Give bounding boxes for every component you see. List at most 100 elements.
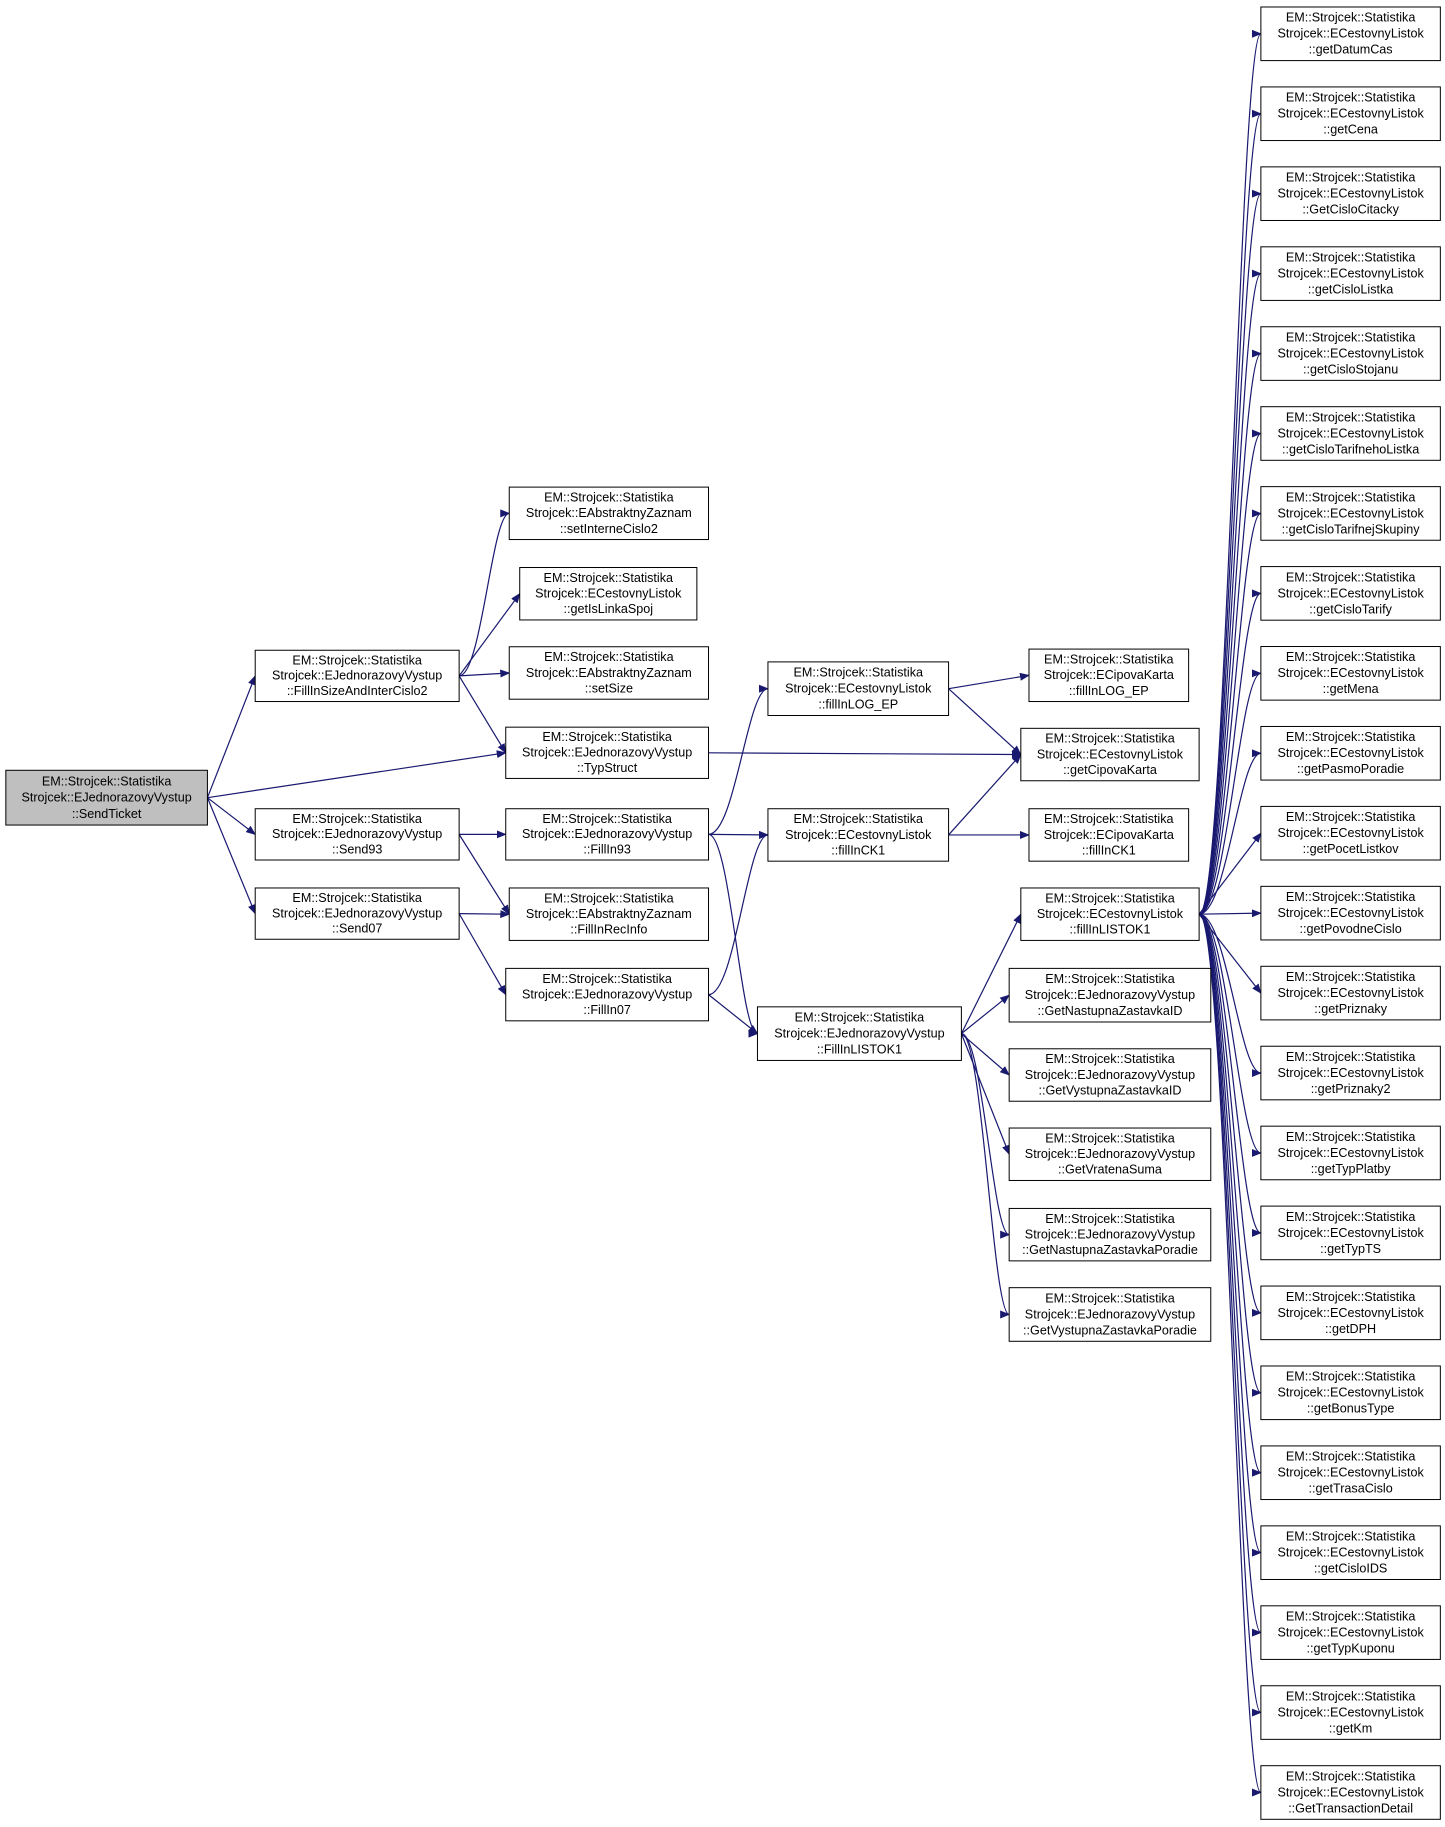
node-box — [508, 486, 710, 541]
node-getvystpor[interactable]: EM::Strojcek::StatistikaStrojcek::EJedno… — [1008, 1287, 1212, 1342]
node-setsize[interactable]: EM::Strojcek::StatistikaStrojcek::EAbstr… — [508, 646, 710, 700]
node-box — [1260, 86, 1441, 142]
node-label-line: ::getPocetListkov — [1303, 842, 1400, 856]
node-fillinrecinfo[interactable]: EM::Strojcek::StatistikaStrojcek::EAbstr… — [508, 887, 710, 941]
edge-fillinlistok1_ec-to-r13 — [1198, 913, 1262, 1077]
node-fillin07[interactable]: EM::Strojcek::StatistikaStrojcek::EJedno… — [505, 967, 710, 1022]
edge-fillin07-to-fillinlistok1_ej — [708, 994, 759, 1035]
node-r01[interactable]: EM::Strojcek::StatistikaStrojcek::ECesto… — [1260, 86, 1441, 142]
edge-fillinlistok1_ec-to-r20 — [1198, 913, 1262, 1637]
node-label-line: Strojcek::EJednorazovyVystup — [522, 827, 692, 841]
node-label-line: ::getCisloListka — [1308, 283, 1393, 297]
node-label-line: EM::Strojcek::Statistika — [1286, 1530, 1415, 1544]
node-r18[interactable]: EM::Strojcek::StatistikaStrojcek::ECesto… — [1260, 1445, 1441, 1501]
edge-fillinlistok1_ej-to-getvystid — [960, 1033, 1010, 1076]
edge-fillinlistok1_ec-to-r22 — [1198, 913, 1262, 1797]
node-r21[interactable]: EM::Strojcek::StatistikaStrojcek::ECesto… — [1260, 1685, 1441, 1740]
node-box — [254, 649, 460, 703]
node-label-line: Strojcek::ECestovnyListok — [1277, 1386, 1424, 1400]
node-getnastid[interactable]: EM::Strojcek::StatistikaStrojcek::EJedno… — [1008, 967, 1212, 1023]
edge-fillinlistok1_ec-to-r17 — [1198, 913, 1262, 1397]
edge-fillinsize-to-typstruct — [458, 675, 507, 754]
node-r17[interactable]: EM::Strojcek::StatistikaStrojcek::ECesto… — [1260, 1365, 1441, 1421]
node-box — [254, 887, 460, 940]
node-fillinlistok1_ec[interactable]: EM::Strojcek::StatistikaStrojcek::ECesto… — [1020, 887, 1200, 941]
node-box — [1020, 727, 1200, 782]
node-label-line: ::getBonusType — [1307, 1402, 1395, 1416]
node-cip_filllogep[interactable]: EM::Strojcek::StatistikaStrojcek::ECipov… — [1028, 648, 1190, 703]
node-r02[interactable]: EM::Strojcek::StatistikaStrojcek::ECesto… — [1260, 166, 1441, 221]
node-label-line: EM::Strojcek::Statistika — [1045, 732, 1174, 746]
node-sendticket[interactable]: EM::Strojcek::StatistikaStrojcek::EJedno… — [5, 769, 208, 826]
node-label-line: Strojcek::EAbstraktnyZaznam — [526, 506, 692, 520]
node-box — [767, 661, 950, 717]
node-send93[interactable]: EM::Strojcek::StatistikaStrojcek::EJedno… — [254, 808, 460, 861]
edge-fillinlistok1_ec-to-r06 — [1198, 509, 1262, 915]
node-box — [519, 567, 698, 621]
node-r13[interactable]: EM::Strojcek::StatistikaStrojcek::ECesto… — [1260, 1045, 1441, 1101]
node-setinterne[interactable]: EM::Strojcek::StatistikaStrojcek::EAbstr… — [508, 486, 710, 541]
node-r11[interactable]: EM::Strojcek::StatistikaStrojcek::ECesto… — [1260, 885, 1441, 941]
node-label-line: ::fillInLOG_EP — [818, 698, 898, 712]
node-fillinsize[interactable]: EM::Strojcek::StatistikaStrojcek::EJedno… — [254, 649, 460, 703]
node-label-line: Strojcek::ECestovnyListok — [1277, 986, 1424, 1000]
node-r22[interactable]: EM::Strojcek::StatistikaStrojcek::ECesto… — [1260, 1765, 1441, 1820]
node-send07[interactable]: EM::Strojcek::StatistikaStrojcek::EJedno… — [254, 887, 460, 940]
node-box — [1260, 566, 1441, 621]
node-fillinlistok1_ej[interactable]: EM::Strojcek::StatistikaStrojcek::EJedno… — [756, 1006, 962, 1061]
node-label-line: EM::Strojcek::Statistika — [292, 812, 421, 826]
node-r08[interactable]: EM::Strojcek::StatistikaStrojcek::ECesto… — [1260, 646, 1441, 701]
node-label-line: ::GetTransactionDetail — [1288, 1801, 1413, 1815]
node-filllogep[interactable]: EM::Strojcek::StatistikaStrojcek::ECesto… — [767, 661, 950, 717]
node-r19[interactable]: EM::Strojcek::StatistikaStrojcek::ECesto… — [1260, 1525, 1441, 1580]
node-r06[interactable]: EM::Strojcek::StatistikaStrojcek::ECesto… — [1260, 486, 1441, 541]
node-getvratena[interactable]: EM::Strojcek::StatistikaStrojcek::EJedno… — [1008, 1127, 1212, 1181]
node-getislinka[interactable]: EM::Strojcek::StatistikaStrojcek::ECesto… — [519, 567, 698, 621]
node-getcipova[interactable]: EM::Strojcek::StatistikaStrojcek::ECesto… — [1020, 727, 1200, 782]
node-label-line: ::GetVystupnaZastavkaPoradie — [1023, 1323, 1197, 1337]
node-r04[interactable]: EM::Strojcek::StatistikaStrojcek::ECesto… — [1260, 326, 1441, 381]
node-r05[interactable]: EM::Strojcek::StatistikaStrojcek::ECesto… — [1260, 406, 1441, 461]
node-cip_fillinck1[interactable]: EM::Strojcek::StatistikaStrojcek::ECipov… — [1028, 808, 1190, 862]
node-label-line: EM::Strojcek::Statistika — [1286, 490, 1415, 504]
node-label-line: EM::Strojcek::Statistika — [1045, 1291, 1174, 1305]
node-label-line: EM::Strojcek::Statistika — [292, 653, 421, 667]
node-box — [508, 887, 710, 941]
node-r07[interactable]: EM::Strojcek::StatistikaStrojcek::ECesto… — [1260, 566, 1441, 621]
node-r10[interactable]: EM::Strojcek::StatistikaStrojcek::ECesto… — [1260, 805, 1441, 861]
edge-typstruct-to-getcipova — [708, 750, 1022, 759]
node-label-line: Strojcek::ECestovnyListok — [1277, 27, 1424, 41]
node-fillinck1[interactable]: EM::Strojcek::StatistikaStrojcek::ECesto… — [767, 808, 950, 862]
node-label-line: Strojcek::EJednorazovyVystup — [522, 987, 692, 1001]
node-r16[interactable]: EM::Strojcek::StatistikaStrojcek::ECesto… — [1260, 1285, 1441, 1341]
node-label-line: Strojcek::ECestovnyListok — [1277, 1146, 1424, 1160]
node-label-line: Strojcek::ECestovnyListok — [1277, 346, 1424, 360]
node-r09[interactable]: EM::Strojcek::StatistikaStrojcek::ECesto… — [1260, 725, 1441, 781]
node-label-line: ::setSize — [585, 681, 633, 695]
node-label-line: ::getPriznaky2 — [1311, 1082, 1391, 1096]
node-getnastpor[interactable]: EM::Strojcek::StatistikaStrojcek::EJedno… — [1008, 1207, 1212, 1262]
node-r15[interactable]: EM::Strojcek::StatistikaStrojcek::ECesto… — [1260, 1205, 1441, 1261]
edge-fillinlistok1_ec-to-r04 — [1198, 349, 1262, 915]
node-r14[interactable]: EM::Strojcek::StatistikaStrojcek::ECesto… — [1260, 1125, 1441, 1181]
node-box — [1260, 1685, 1441, 1740]
node-r03[interactable]: EM::Strojcek::StatistikaStrojcek::ECesto… — [1260, 246, 1441, 301]
edge-fillinlistok1_ec-to-r10 — [1198, 832, 1262, 915]
node-r00[interactable]: EM::Strojcek::StatistikaStrojcek::ECesto… — [1260, 6, 1441, 62]
node-r12[interactable]: EM::Strojcek::StatistikaStrojcek::ECesto… — [1260, 965, 1441, 1021]
edge-fillinlistok1_ej-to-getnastpor — [961, 1033, 1011, 1239]
node-typstruct[interactable]: EM::Strojcek::StatistikaStrojcek::EJedno… — [505, 726, 710, 779]
node-label-line: Strojcek::ECestovnyListok — [1277, 1306, 1424, 1320]
node-label-line: ::FillInSizeAndInterCislo2 — [287, 684, 428, 698]
node-r20[interactable]: EM::Strojcek::StatistikaStrojcek::ECesto… — [1260, 1605, 1441, 1660]
node-fillin93[interactable]: EM::Strojcek::StatistikaStrojcek::EJedno… — [505, 808, 710, 861]
node-label-line: ::FillIn07 — [583, 1003, 631, 1017]
node-box — [508, 646, 710, 700]
edge-fillinlistok1_ej-to-fillinlistok1_ec — [960, 913, 1022, 1034]
node-label-line: Strojcek::ECestovnyListok — [1277, 826, 1424, 840]
node-getvystid[interactable]: EM::Strojcek::StatistikaStrojcek::EJedno… — [1008, 1048, 1212, 1102]
node-label-line: ::getIsLinkaSpoj — [563, 602, 653, 616]
edge-fillinlistok1_ec-to-r18 — [1198, 913, 1262, 1477]
node-label-line: Strojcek::ECestovnyListok — [535, 587, 682, 601]
node-label-line: EM::Strojcek::Statistika — [1044, 812, 1173, 826]
